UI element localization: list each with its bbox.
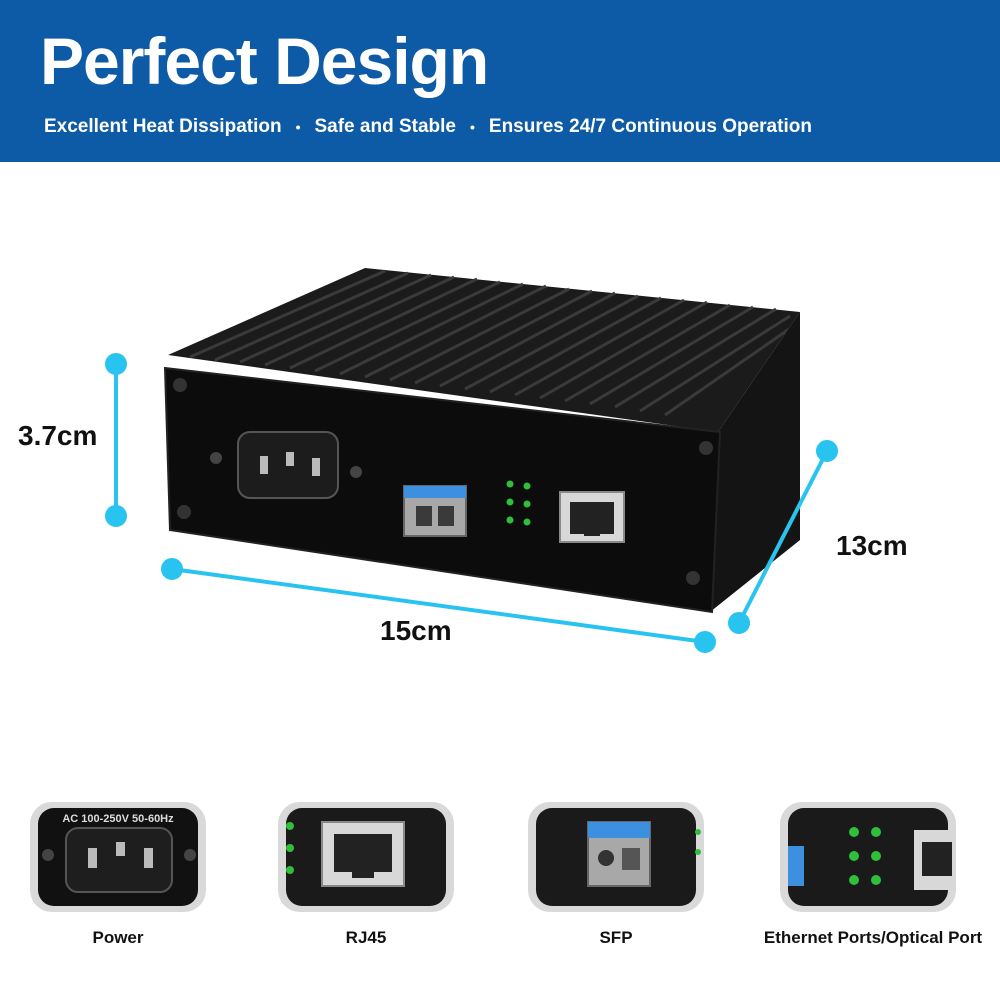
feature-safe-stable: Safe and Stable bbox=[314, 116, 456, 137]
separator-dot: • bbox=[469, 119, 475, 135]
status-leds bbox=[506, 480, 531, 526]
feature-heat-dissipation: Excellent Heat Dissipation bbox=[44, 116, 282, 137]
header-banner: Perfect Design Excellent Heat Dissipatio… bbox=[0, 0, 1000, 162]
rj45-port bbox=[559, 491, 625, 543]
page-title: Perfect Design bbox=[40, 24, 489, 98]
screw-icon bbox=[686, 571, 700, 585]
dimension-lines bbox=[105, 353, 838, 653]
feature-continuous-operation: Ensures 24/7 Continuous Operation bbox=[488, 116, 812, 137]
thumbnail-rj45 bbox=[278, 802, 454, 912]
screw-icon bbox=[177, 505, 191, 519]
feature-list: Excellent Heat Dissipation • Safe and St… bbox=[44, 116, 812, 138]
thumbnail-sfp bbox=[528, 802, 704, 912]
device-side-panel bbox=[710, 312, 800, 612]
screw-icon bbox=[173, 378, 187, 392]
height-dimension-label: 3.7cm bbox=[18, 420, 98, 451]
sfp-port bbox=[403, 485, 467, 537]
heatsink-fins bbox=[189, 269, 796, 417]
screw-icon bbox=[699, 441, 713, 455]
width-dimension-label: 15cm bbox=[380, 615, 452, 646]
thumbnail-label-sfp: SFP bbox=[599, 928, 633, 947]
thumbnail-label-power: Power bbox=[92, 928, 144, 947]
thumbnail-power: AC 100-250V 50-60Hz bbox=[30, 802, 206, 912]
power-rating-text: AC 100-250V 50-60Hz bbox=[62, 813, 174, 825]
separator-dot: • bbox=[295, 119, 301, 135]
thumbnail-label-rj45: RJ45 bbox=[345, 928, 387, 947]
depth-dimension-label: 13cm bbox=[836, 530, 908, 561]
power-inlet bbox=[210, 431, 362, 499]
thumbnail-ports bbox=[780, 802, 956, 912]
thumbnail-label-ports: Ethernet Ports/Optical Port bbox=[763, 928, 983, 947]
